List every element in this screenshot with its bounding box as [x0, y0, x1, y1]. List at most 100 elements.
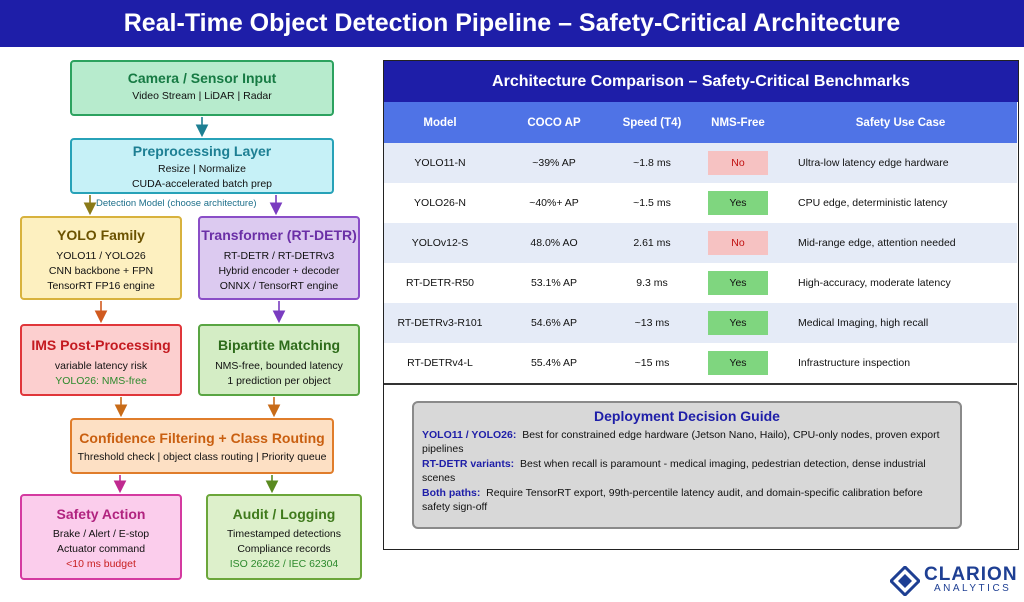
column-header-coco-ap: COCO AP — [496, 102, 612, 143]
guide-item: Both paths: Require TensorRT export, 99t… — [422, 486, 952, 515]
table-row: RT-DETRv4-L 55.4% AP ~15 ms Yes Infrastr… — [384, 343, 1017, 383]
box-title: Audit / Logging — [232, 506, 336, 522]
transformer-rtdetr-box: Transformer (RT-DETR) RT-DETR / RT-DETRv… — [198, 216, 360, 300]
confidence-filtering-box: Confidence Filtering + Class Routing Thr… — [70, 418, 334, 474]
yolo-family-box: YOLO Family YOLO11 / YOLO26 CNN backbone… — [20, 216, 182, 300]
comparison-title: Architecture Comparison – Safety-Critica… — [384, 61, 1018, 102]
table-header-row: Model COCO AP Speed (T4) NMS-Free Safety… — [384, 102, 1017, 143]
nms-free-badge: Yes — [708, 191, 768, 215]
coco-ap-cell: 48.0% AO — [496, 223, 612, 263]
guide-item-text: Require TensorRT export, 99th-percentile… — [422, 486, 923, 514]
nms-free-cell: Yes — [692, 183, 784, 223]
box-line: 1 prediction per object — [227, 375, 331, 387]
nms-free-badge: No — [708, 231, 768, 255]
box-line: Resize | Normalize — [158, 163, 246, 175]
logo-sub: ANALYTICS — [934, 583, 1012, 594]
nms-free-cell: Yes — [692, 303, 784, 343]
page-title: Real-Time Object Detection Pipeline – Sa… — [0, 0, 1024, 47]
model-cell: RT-DETRv3-R101 — [384, 303, 496, 343]
preprocessing-layer-box: Preprocessing Layer Resize | Normalize C… — [70, 138, 334, 194]
guide-title: Deployment Decision Guide — [594, 408, 780, 424]
use-case-cell: High-accuracy, moderate latency — [784, 263, 1017, 303]
architecture-comparison-panel: Architecture Comparison – Safety-Critica… — [383, 60, 1019, 550]
audit-logging-box: Audit / Logging Timestamped detections C… — [206, 494, 362, 580]
speed-cell: ~1.8 ms — [612, 143, 692, 183]
box-title: IMS Post-Processing — [31, 337, 171, 353]
table-row: RT-DETRv3-R101 54.6% AP ~13 ms Yes Medic… — [384, 303, 1017, 343]
guide-item-key: YOLO11 / YOLO26: — [422, 428, 517, 441]
box-title: Preprocessing Layer — [132, 143, 272, 159]
box-line: ONNX / TensorRT engine — [219, 280, 339, 292]
table-row: YOLOv12-S 48.0% AO 2.61 ms No Mid-range … — [384, 223, 1017, 263]
use-case-cell: Mid-range edge, attention needed — [784, 223, 1017, 263]
nms-free-badge: Yes — [708, 351, 768, 375]
logo-name: CLARION — [924, 564, 1018, 585]
model-cell: RT-DETRv4-L — [384, 343, 496, 383]
guide-item: RT-DETR variants: Best when recall is pa… — [422, 457, 952, 486]
nms-free-cell: Yes — [692, 263, 784, 303]
box-line: Compliance records — [237, 543, 331, 555]
box-line: Actuator command — [56, 543, 146, 555]
speed-cell: 9.3 ms — [612, 263, 692, 303]
speed-cell: 2.61 ms — [612, 223, 692, 263]
panel-divider — [384, 383, 1017, 385]
coco-ap-cell: 55.4% AP — [496, 343, 612, 383]
column-header-speed: Speed (T4) — [612, 102, 692, 143]
table-row: YOLO26-N ~40%+ AP ~1.5 ms Yes CPU edge, … — [384, 183, 1017, 223]
speed-cell: ~15 ms — [612, 343, 692, 383]
box-line: YOLO11 / YOLO26 — [56, 250, 146, 262]
box-line: Hybrid encoder + decoder — [218, 265, 340, 277]
model-cell: RT-DETR-R50 — [384, 263, 496, 303]
box-line: Timestamped detections — [227, 528, 341, 540]
speed-cell: ~13 ms — [612, 303, 692, 343]
deployment-decision-guide: Deployment Decision Guide YOLO11 / YOLO2… — [412, 401, 962, 529]
box-line: variable latency risk — [54, 360, 148, 372]
nms-free-badge: Yes — [708, 271, 768, 295]
comparison-table: Model COCO AP Speed (T4) NMS-Free Safety… — [384, 102, 1017, 383]
box-title: Confidence Filtering + Class Routing — [79, 430, 325, 446]
safety-action-box: Safety Action Brake / Alert / E-stop Act… — [20, 494, 182, 580]
nms-free-badge: No — [708, 151, 768, 175]
box-note: YOLO26: NMS-free — [55, 375, 147, 387]
coco-ap-cell: 54.6% AP — [496, 303, 612, 343]
box-line: TensorRT FP16 engine — [47, 280, 155, 292]
box-title: Camera / Sensor Input — [127, 70, 277, 86]
box-line: CNN backbone + FPN — [48, 265, 154, 277]
model-cell: YOLO26-N — [384, 183, 496, 223]
box-title: Bipartite Matching — [217, 337, 341, 353]
box-note: ISO 26262 / IEC 62304 — [229, 558, 339, 570]
speed-cell: ~1.5 ms — [612, 183, 692, 223]
coco-ap-cell: ~40%+ AP — [496, 183, 612, 223]
column-header-use-case: Safety Use Case — [784, 102, 1017, 143]
table-row: RT-DETR-R50 53.1% AP 9.3 ms Yes High-acc… — [384, 263, 1017, 303]
nms-free-badge: Yes — [708, 311, 768, 335]
use-case-cell: CPU edge, deterministic latency — [784, 183, 1017, 223]
clarion-analytics-logo: CLARION ANALYTICS — [890, 564, 1020, 596]
use-case-cell: Medical Imaging, high recall — [784, 303, 1017, 343]
nms-free-cell: No — [692, 143, 784, 183]
guide-item-text: Best for constrained edge hardware (Jets… — [422, 428, 940, 456]
model-cell: YOLO11-N — [384, 143, 496, 183]
box-note: <10 ms budget — [66, 558, 136, 570]
box-title: Transformer (RT-DETR) — [201, 227, 357, 243]
box-title: Safety Action — [56, 506, 146, 522]
guide-item-text: Best when recall is paramount - medical … — [422, 457, 926, 485]
choose-architecture-label: Detection Model (choose architecture) — [96, 198, 257, 209]
column-header-model: Model — [384, 102, 496, 143]
nms-free-cell: Yes — [692, 343, 784, 383]
use-case-cell: Ultra-low latency edge hardware — [784, 143, 1017, 183]
box-line: Brake / Alert / E-stop — [52, 528, 150, 540]
diamond-logo-icon — [890, 566, 920, 596]
box-line: Threshold check | object class routing |… — [77, 451, 327, 463]
guide-item-key: Both paths: — [422, 486, 481, 499]
model-cell: YOLOv12-S — [384, 223, 496, 263]
guide-item: YOLO11 / YOLO26: Best for constrained ed… — [422, 428, 952, 457]
table-row: YOLO11-N ~39% AP ~1.8 ms No Ultra-low la… — [384, 143, 1017, 183]
bipartite-matching-box: Bipartite Matching NMS-free, bounded lat… — [198, 324, 360, 396]
column-header-nms-free: NMS-Free — [692, 102, 784, 143]
box-line: NMS-free, bounded latency — [215, 360, 343, 372]
box-title: YOLO Family — [57, 227, 145, 243]
ims-post-processing-box: IMS Post-Processing variable latency ris… — [20, 324, 182, 396]
box-line: Video Stream | LiDAR | Radar — [132, 90, 272, 102]
